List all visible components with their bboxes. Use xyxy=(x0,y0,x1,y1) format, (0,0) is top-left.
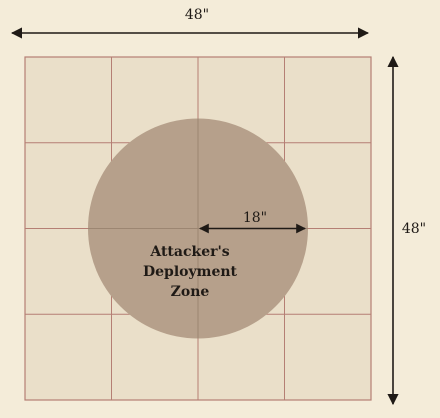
radius-label: 18" xyxy=(243,210,267,226)
height-label: 48" xyxy=(402,221,426,237)
width-label: 48" xyxy=(185,7,209,23)
zone-label-line-1: Attacker's xyxy=(149,244,229,260)
zone-label-line-2: Deployment xyxy=(143,264,238,280)
zone-label-line-3: Zone xyxy=(171,284,210,300)
